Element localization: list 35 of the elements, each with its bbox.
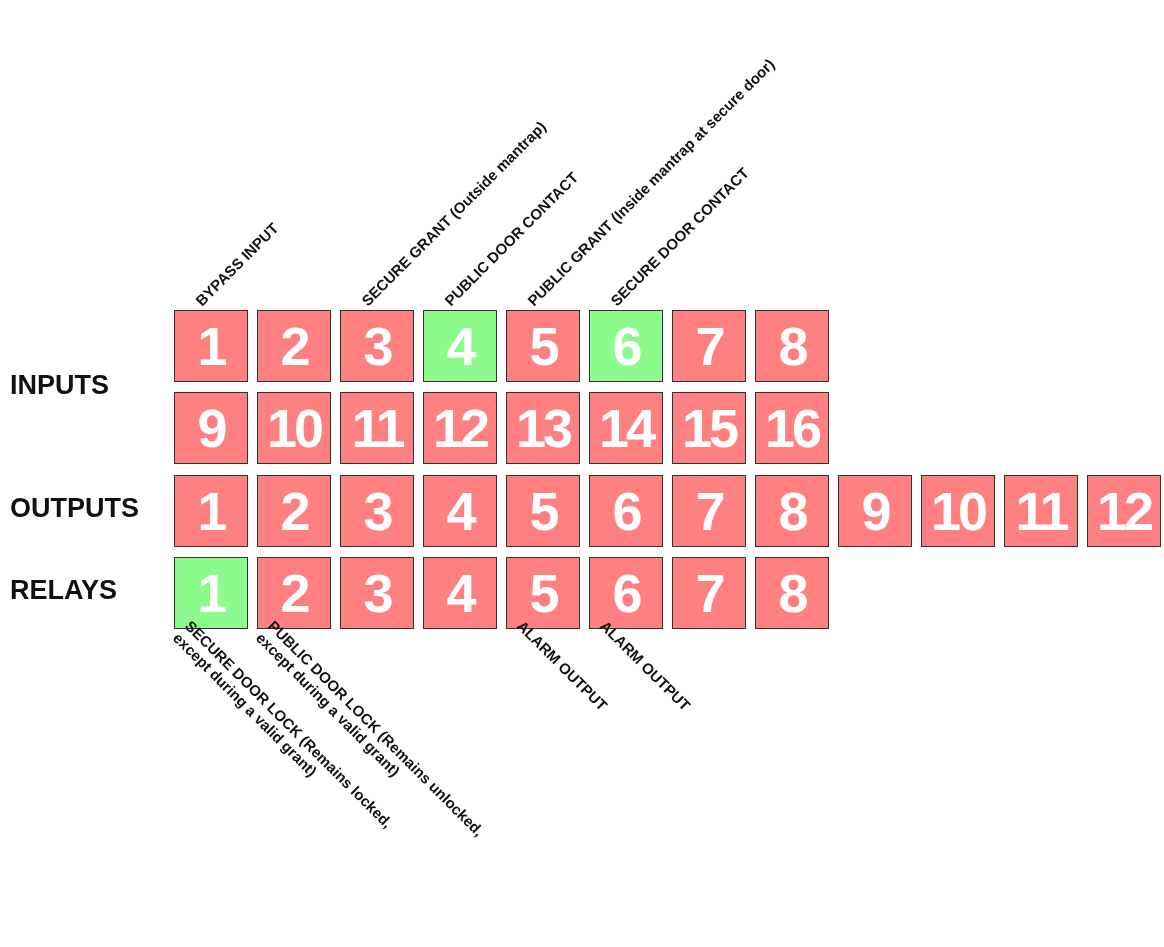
output-tile: 11 [1004, 475, 1078, 547]
input-tile: 2 [257, 310, 331, 382]
input-tile: 14 [589, 392, 663, 464]
input-tile: 7 [672, 310, 746, 382]
input-tile: 16 [755, 392, 829, 464]
output-tile: 4 [423, 475, 497, 547]
input-tile: 5 [506, 310, 580, 382]
row-heading: RELAYS [10, 575, 118, 606]
input-tile: 8 [755, 310, 829, 382]
relay-tile: 4 [423, 557, 497, 629]
relay-tile: 8 [755, 557, 829, 629]
input-tile: 12 [423, 392, 497, 464]
output-tile: 12 [1087, 475, 1161, 547]
input-tile: 13 [506, 392, 580, 464]
relay-tile: 7 [672, 557, 746, 629]
output-tile: 5 [506, 475, 580, 547]
output-tile: 8 [755, 475, 829, 547]
output-tile: 2 [257, 475, 331, 547]
input-tile: 9 [174, 392, 248, 464]
input-tile: 4 [423, 310, 497, 382]
input-tile: 3 [340, 310, 414, 382]
output-tile: 10 [921, 475, 995, 547]
output-tile: 1 [174, 475, 248, 547]
output-tile: 9 [838, 475, 912, 547]
row-heading: OUTPUTS [10, 493, 139, 524]
input-tile: 11 [340, 392, 414, 464]
output-tile: 7 [672, 475, 746, 547]
input-tile: 1 [174, 310, 248, 382]
input-tile: 10 [257, 392, 331, 464]
output-tile: 3 [340, 475, 414, 547]
output-tile: 6 [589, 475, 663, 547]
row-heading: INPUTS [10, 370, 109, 401]
input-tile: 15 [672, 392, 746, 464]
input-tile: 6 [589, 310, 663, 382]
relay-tile: 3 [340, 557, 414, 629]
